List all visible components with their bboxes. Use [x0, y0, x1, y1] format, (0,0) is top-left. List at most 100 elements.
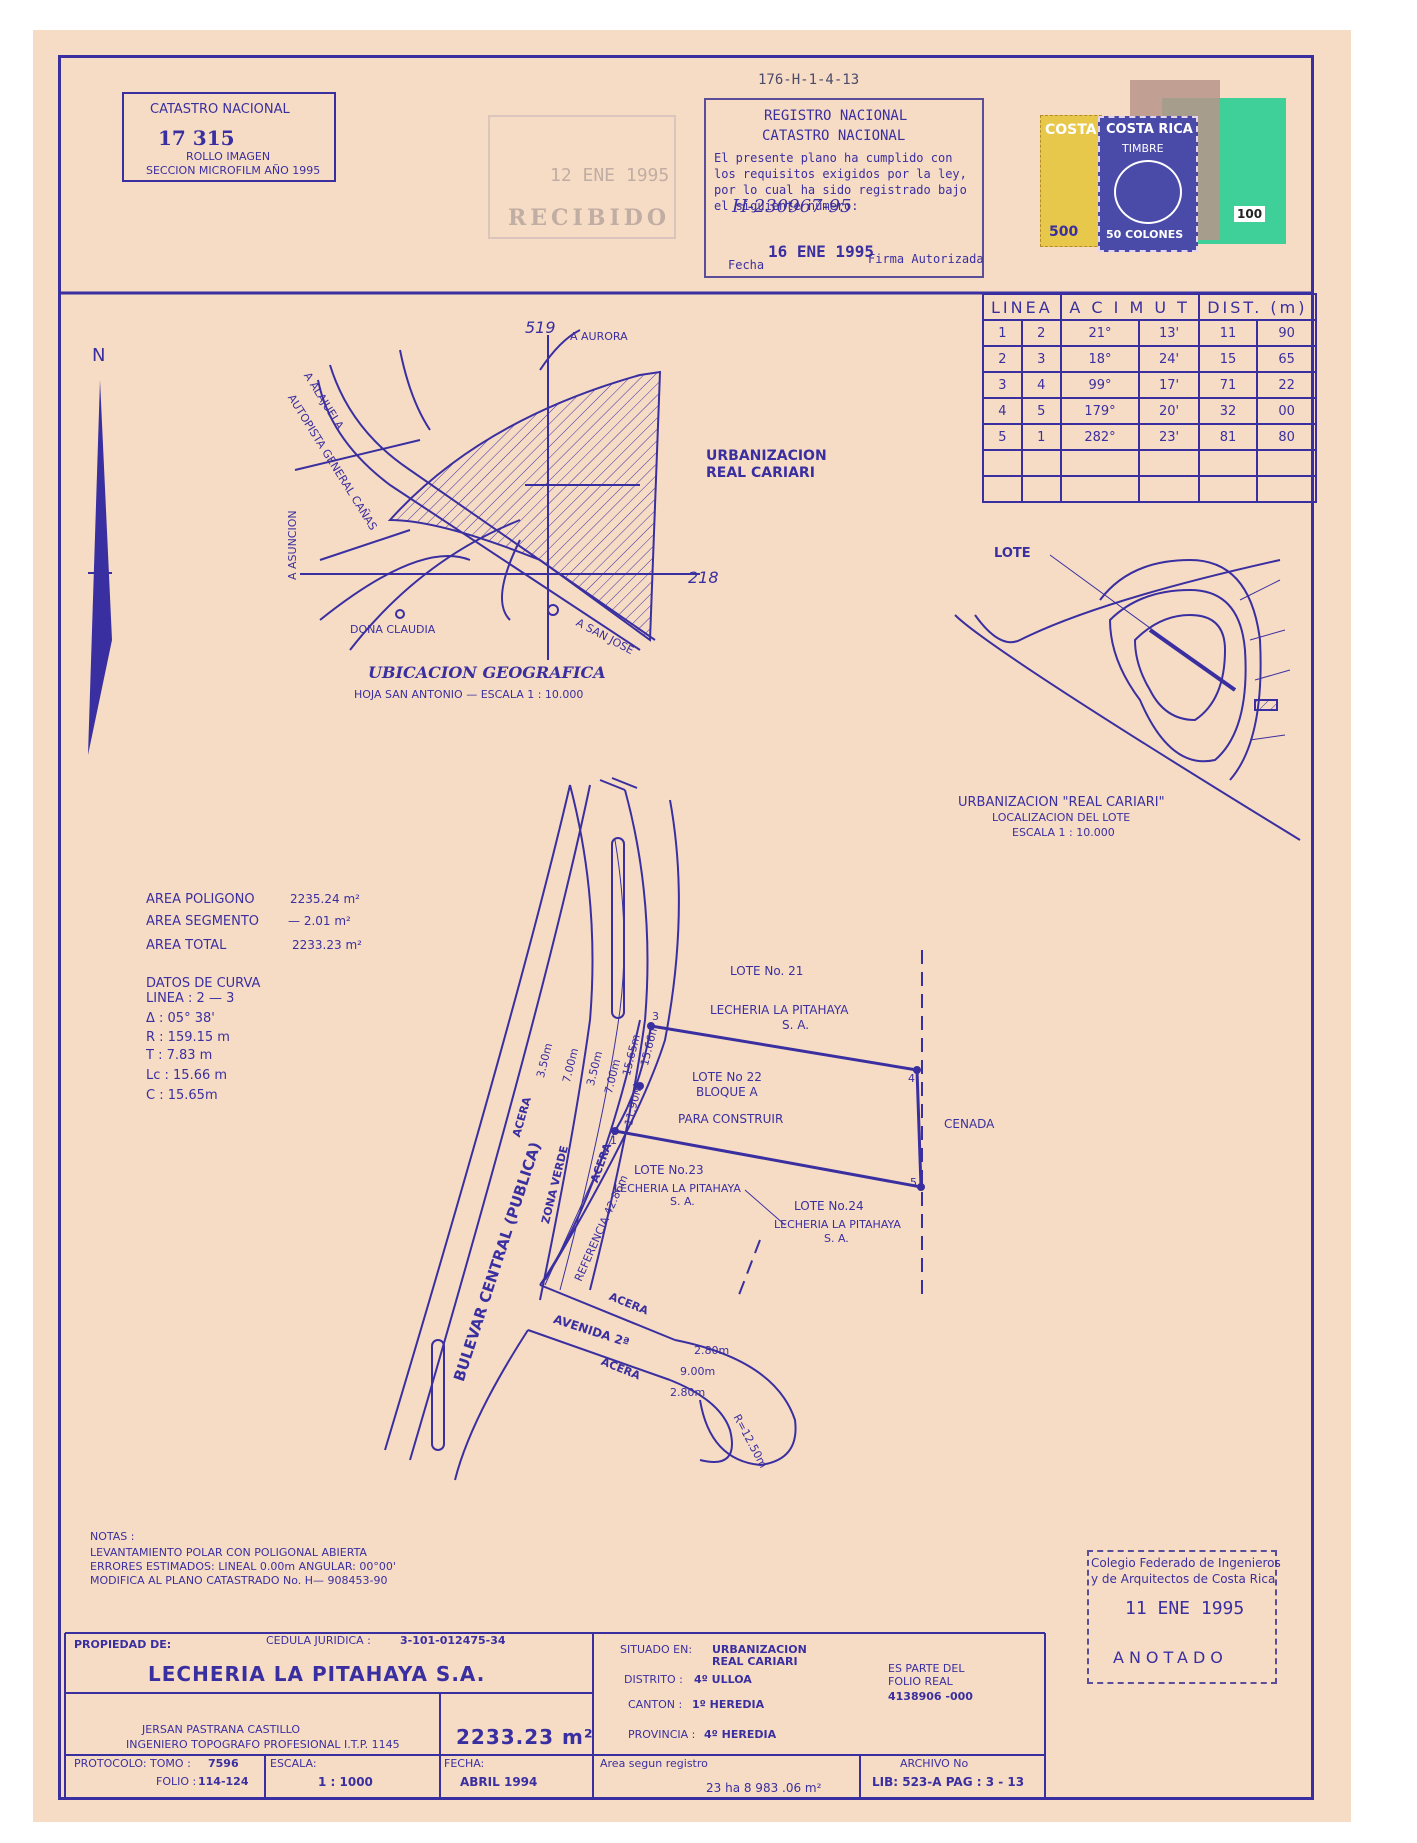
registro-text: El presente plano ha cumplido con los re… [714, 151, 967, 213]
lote23-owner1: LECHERIA LA PITAHAYA [614, 1182, 741, 1195]
stamp-blue-brand: COSTA RICA [1106, 122, 1193, 137]
coord-right: 218 [688, 568, 719, 587]
plan-frame [58, 55, 1314, 1800]
bulevar-lines [384, 777, 797, 1481]
azimuth-cell: 81 [1197, 423, 1259, 451]
azimuth-empty-cell [1197, 475, 1259, 503]
azimuth-cell: 3 [982, 371, 1023, 399]
azimuth-empty-cell [1059, 475, 1141, 503]
notes-title: NOTAS : [90, 1530, 135, 1543]
propiedad-label: PROPIEDAD DE: [74, 1638, 172, 1651]
lote-label: LOTE [994, 546, 1031, 561]
escala-value: 1 : 1000 [318, 1775, 373, 1789]
header-dist: DIST. (m) [1197, 293, 1318, 321]
azimuth-cell: 4 [982, 397, 1023, 425]
registro-title1: REGISTRO NACIONAL [764, 108, 908, 124]
archivo-label: ARCHIVO No [900, 1757, 969, 1770]
azimuth-cell: 65 [1256, 345, 1317, 373]
vertex-3: 3 [652, 1010, 659, 1023]
header-acimut: A C I M U T [1059, 293, 1200, 321]
azimuth-empty-cell [1020, 449, 1062, 477]
registro-firma: Firma Autorizada [868, 252, 984, 266]
lote24-owner2: S. A. [824, 1232, 849, 1245]
label-asuncion: A ASUNCION [286, 510, 299, 580]
azimuth-empty-cell [1256, 449, 1317, 477]
dim-280-top: 2.80m [694, 1344, 730, 1357]
location-map-lines [294, 329, 700, 660]
azimuth-empty-row [982, 475, 1317, 503]
azimuth-cell: 5 [982, 423, 1023, 451]
protocolo-tomo: 7596 [208, 1757, 239, 1770]
parte-label2: FOLIO REAL [888, 1675, 953, 1688]
folio-label: FOLIO : [156, 1775, 197, 1788]
colegio-status: ANOTADO [1113, 1648, 1228, 1667]
catastro-line1: ROLLO IMAGEN [186, 150, 271, 163]
azimuth-empty-cell [1059, 449, 1141, 477]
registro-fecha-label: Fecha [728, 258, 765, 272]
lote22-bloque: BLOQUE A [696, 1085, 758, 1099]
protocolo-label: PROTOCOLO: TOMO : [74, 1757, 191, 1770]
stamp-blue: COSTA RICA TIMBRE 50 COLONES [1098, 116, 1198, 252]
registro-area-value: 23 ha 8 983 .06 m² [706, 1781, 822, 1795]
location-subtitle: HOJA SAN ANTONIO — ESCALA 1 : 10.000 [354, 688, 584, 701]
curve-title: DATOS DE CURVA [146, 976, 261, 991]
coord-top: 519 [525, 318, 556, 337]
colegio-line1: Colegio Federado de Ingenieros [1091, 1556, 1281, 1570]
azimuth-cell: 21° [1059, 319, 1141, 347]
registro-number: H-230967-95 [732, 196, 852, 217]
azimuth-empty-cell [982, 449, 1023, 477]
curve-line: LINEA : 2 — 3 [146, 991, 235, 1006]
azimuth-cell: 23' [1138, 423, 1200, 451]
stamp-green-value: 100 [1234, 206, 1266, 222]
registro-date: 16 ENE 1995 [768, 242, 874, 261]
lote-caption3: ESCALA 1 : 10.000 [1012, 826, 1115, 839]
situado-label: SITUADO EN: [620, 1643, 693, 1656]
fecha-value: ABRIL 1994 [460, 1775, 538, 1789]
azimuth-empty-cell [1197, 449, 1259, 477]
registro-area-label: Area segun registro [600, 1757, 708, 1770]
lote21-owner1: LECHERIA LA PITAHAYA [710, 1003, 849, 1017]
lote24-owner1: LECHERIA LA PITAHAYA [774, 1218, 901, 1231]
stamp-yellow-value: 500 [1049, 224, 1079, 240]
azimuth-cell: 99° [1059, 371, 1141, 399]
azimuth-cell: 15 [1197, 345, 1259, 373]
azimuth-cell: 32 [1197, 397, 1259, 425]
folio-value: 114-124 [198, 1775, 249, 1788]
azimuth-cell: 71 [1197, 371, 1259, 399]
parte-label1: ES PARTE DEL [888, 1662, 965, 1675]
cedula-value: 3-101-012475-34 [400, 1634, 506, 1647]
provincia-value: 4º HEREDIA [704, 1728, 777, 1741]
lote21-label: LOTE No. 21 [730, 964, 804, 978]
azimuth-empty-cell [1020, 475, 1062, 503]
area-total-value: 2233.23 m² [292, 938, 362, 952]
azimuth-cell: 3 [1020, 345, 1062, 373]
stamp-blue-value: 50 COLONES [1106, 228, 1184, 241]
canton-label: CANTON : [628, 1698, 683, 1711]
provincia-label: PROVINCIA : [628, 1728, 696, 1741]
ingeniero-name: JERSAN PASTRANA CASTILLO [142, 1723, 301, 1736]
parte-value: 4138906 -000 [888, 1690, 973, 1703]
notes-line2: ERRORES ESTIMADOS: LINEAL 0.00m ANGULAR:… [90, 1560, 396, 1573]
azimuth-cell: 5 [1020, 397, 1062, 425]
header-linea: LINEA [982, 293, 1062, 321]
area-poligono-label: AREA POLIGONO [146, 892, 255, 907]
dim-280-bottom: 2.80m [670, 1386, 706, 1399]
top-code: 176-H-1-4-13 [758, 72, 860, 88]
vertex-4: 4 [908, 1072, 915, 1085]
ingeniero-title: INGENIERO TOPOGRAFO PROFESIONAL I.T.P. 1… [126, 1738, 400, 1751]
azimuth-cell: 2 [982, 345, 1023, 373]
azimuth-cell: 80 [1256, 423, 1317, 451]
distrito-label: DISTRITO : [624, 1673, 683, 1686]
colegio-date: 11 ENE 1995 [1125, 1598, 1245, 1619]
lote21-owner2: S. A. [782, 1018, 810, 1032]
catastro-line2: SECCION MICROFILM AÑO 1995 [146, 164, 321, 177]
area-total-label: AREA TOTAL [146, 938, 227, 953]
azimuth-empty-cell [1138, 475, 1200, 503]
canton-value: 1º HEREDIA [692, 1698, 765, 1711]
azimuth-empty-cell [982, 475, 1023, 503]
stamp-blue-sub: TIMBRE [1122, 142, 1164, 155]
